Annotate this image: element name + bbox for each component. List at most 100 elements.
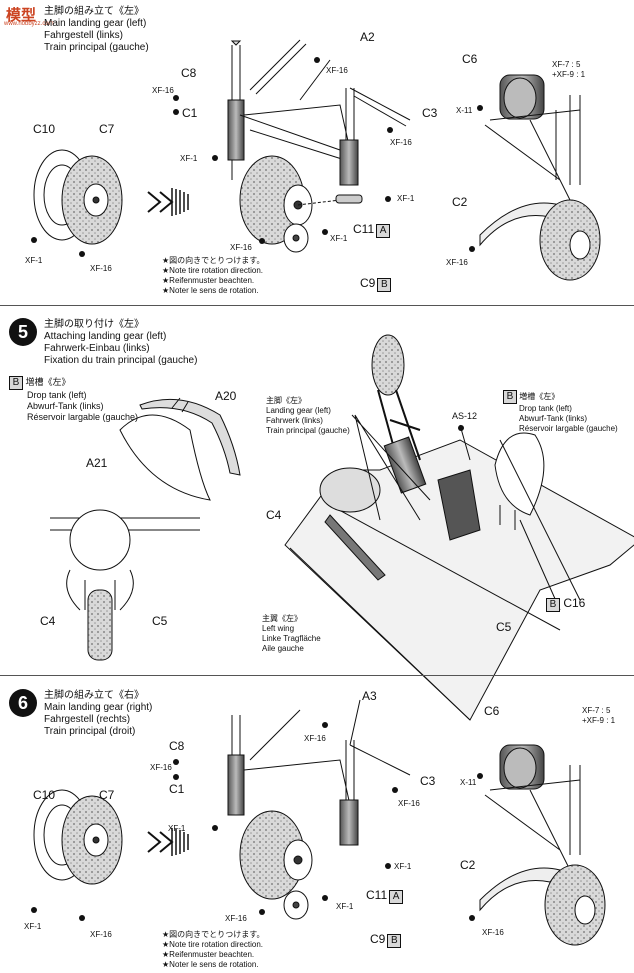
step6-paint-dots: [31, 722, 483, 921]
step4-title-fr: Train principal (gauche): [44, 42, 149, 53]
paint-label: XF-16: [304, 734, 326, 743]
left-wing-label: 主翼《左》 Left wing Linke Tragfläche Aile ga…: [262, 614, 321, 654]
paint-label: XF-1: [397, 194, 415, 203]
step4-title-jp: 主脚の組み立て《左》: [44, 6, 144, 17]
part-label-c6: C6: [462, 52, 478, 66]
landing-gear-left-label: 主脚《左》 Landing gear (left) Fahrwerk (link…: [266, 396, 350, 436]
sprue-box-b: B: [503, 390, 517, 404]
paint-label: XF-16: [230, 243, 252, 252]
paint-label: AS-12: [452, 411, 478, 421]
drop-tank-left-label: B 増槽《左》 Drop tank (left) Abwurf-Tank (li…: [9, 376, 138, 423]
step4-header: 主脚の組み立て《左》 Main landing gear (left) Fahr…: [44, 6, 149, 54]
sprue-box-b: B: [9, 376, 23, 390]
step6-title-de: Fahrgestell (rechts): [44, 714, 131, 725]
part-label-c6: C6: [484, 704, 500, 718]
part-label-c5-wing: C5: [496, 620, 512, 634]
gear-jp: 主脚《左》: [266, 396, 306, 405]
paint-label: XF-1: [180, 154, 198, 163]
part-label-a21: A21: [86, 456, 108, 470]
paint-label: XF-1: [168, 824, 186, 833]
sprue-box-a: A: [389, 890, 404, 904]
part-label-c4-wing: C4: [266, 508, 282, 522]
step4-tire-note: ★図の向きでとりつけます。 ★Note tire rotation direct…: [162, 256, 264, 296]
part-label-a3: A3: [362, 689, 377, 703]
step-number-6: 6: [9, 689, 37, 717]
paint-label: X-11: [460, 778, 477, 787]
note-line: ★図の向きでとりつけます。: [162, 256, 265, 265]
tank-fr: Réservoir largable (gauche): [519, 424, 618, 433]
paint-label: XF-16: [152, 86, 174, 95]
step4-art: [33, 39, 601, 281]
part-label-c2: C2: [452, 195, 468, 209]
step5-paint-dots: [458, 425, 464, 431]
part-label-c3: C3: [420, 774, 436, 788]
paint-label: XF-1: [336, 902, 354, 911]
wing-jp: 主翼《左》: [262, 614, 302, 623]
tank-en: Drop tank (left): [27, 390, 87, 400]
step6-title-jp: 主脚の組み立て《右》: [44, 690, 144, 701]
part-label-c2: C2: [460, 858, 476, 872]
part-label-c10: C10: [33, 788, 56, 802]
step4-title-en: Main landing gear (left): [44, 18, 147, 29]
sprue-box-b: B: [546, 598, 560, 612]
step6-art: [33, 699, 606, 946]
step4-title-de: Fahrgestell (links): [44, 30, 123, 41]
step5-title-de: Fahrwerk-Einbau (links): [44, 343, 150, 354]
tank-jp: 増槽《左》: [25, 378, 71, 388]
wing-fr: Aile gauche: [262, 644, 304, 653]
step6-title-fr: Train principal (droit): [44, 726, 136, 737]
paint-label: XF-16: [90, 264, 112, 273]
tank-jp: 増槽《左》: [519, 392, 560, 401]
paint-label: XF-16: [225, 914, 247, 923]
tank-de: Abwurf-Tank (links): [27, 401, 104, 411]
note-line: ★Note tire rotation direction.: [162, 940, 263, 949]
paint-label: XF-16: [446, 258, 468, 267]
paint-label: XF-16: [90, 930, 112, 939]
paint-label: XF-16: [390, 138, 412, 147]
wing-en: Left wing: [262, 624, 295, 633]
watermark-url: www.hobbyzz.com: [4, 21, 54, 27]
sprue-box-b: B: [387, 934, 402, 948]
note-line: ★Reifenmuster beachten.: [162, 950, 255, 959]
step6-title-en: Main landing gear (right): [44, 702, 153, 713]
paint-mix-1: XF-7 : 5: [552, 60, 581, 69]
step6-tire-note: ★図の向きでとりつけます。 ★Note tire rotation direct…: [162, 930, 264, 970]
step6-header: 主脚の組み立て《右》 Main landing gear (right) Fah…: [44, 690, 152, 738]
part-label-c1: C1: [169, 782, 185, 796]
paint-label: XF-16: [326, 66, 348, 75]
paint-mix-1: XF-7 : 5: [582, 706, 611, 715]
part-label-c3: C3: [422, 106, 438, 120]
step-number-5: 5: [9, 318, 37, 346]
watermark-logo: 模型: [6, 6, 37, 24]
paint-label: XF-16: [150, 763, 172, 772]
part-label-c7: C7: [99, 788, 115, 802]
part-label-c10: C10: [33, 122, 56, 136]
part-label-c8: C8: [169, 739, 185, 753]
paint-label: XF-1: [330, 234, 348, 243]
step5-art: [50, 334, 634, 721]
note-line: ★Noter le sens de rotation.: [162, 960, 259, 969]
sprue-box-a: A: [376, 224, 391, 238]
c11-text: C11: [366, 888, 388, 902]
drop-tank-right-label: B 増槽《左》 Drop tank (left) Abwurf-Tank (li…: [503, 390, 618, 434]
tank-de: Abwurf-Tank (links): [519, 414, 588, 423]
step5-title-fr: Fixation du train principal (gauche): [44, 355, 198, 366]
step5-header: 主脚の取り付け《左》 Attaching landing gear (left)…: [44, 319, 197, 367]
paint-mix-2: +XF-9 : 1: [552, 70, 586, 79]
step5-title-jp: 主脚の取り付け《左》: [44, 319, 144, 330]
part-label-a2: A2: [360, 30, 375, 44]
paint-label: XF-1: [24, 922, 42, 931]
part-label-c4: C4: [40, 614, 56, 628]
paint-label: XF-16: [398, 799, 420, 808]
part-label-c8: C8: [181, 66, 197, 80]
paint-mix-2: +XF-9 : 1: [582, 716, 616, 725]
part-label-a20: A20: [215, 389, 237, 403]
paint-mix: XF-7 : 5 +XF-9 : 1: [552, 60, 585, 80]
c11-text: C11: [353, 222, 375, 236]
paint-label: X-11: [456, 106, 473, 115]
part-label-c7: C7: [99, 122, 115, 136]
